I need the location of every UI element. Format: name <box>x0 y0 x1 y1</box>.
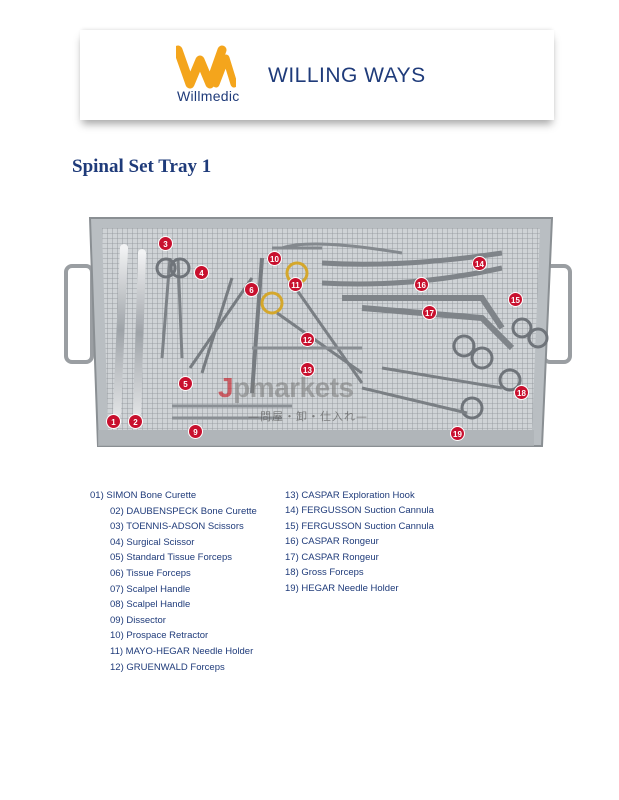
list-item: 01) SIMON Bone Curette <box>90 490 197 501</box>
callout-1: 1 <box>106 414 121 429</box>
callout-3: 3 <box>158 236 173 251</box>
list-item: 17) CASPAR Rongeur <box>285 552 379 563</box>
watermark-prefix: J <box>218 372 234 403</box>
callout-17: 17 <box>422 305 437 320</box>
list-item: 12) GRUENWALD Forceps <box>110 662 225 673</box>
instrument-list-left: 01) SIMON Bone Curette 02) DAUBENSPECK B… <box>90 490 290 680</box>
callout-19: 19 <box>450 426 465 441</box>
list-item: 02) DAUBENSPECK Bone Curette <box>110 506 257 517</box>
list-item: 06) Tissue Forceps <box>110 568 191 579</box>
callout-14: 14 <box>472 256 487 271</box>
callout-9: 9 <box>188 424 203 439</box>
willmedic-logo-icon <box>176 45 236 89</box>
list-item: 13) CASPAR Exploration Hook <box>285 490 415 501</box>
list-item: 11) MAYO-HEGAR Needle Holder <box>110 646 254 657</box>
watermark-text: Jpmarkets <box>218 372 354 404</box>
list-item: 08) Scalpel Handle <box>110 599 191 610</box>
list-item: 09) Dissector <box>110 615 166 626</box>
callout-18: 18 <box>514 385 529 400</box>
callout-6: 6 <box>244 282 259 297</box>
callout-2: 2 <box>128 414 143 429</box>
brand-name: WILLING WAYS <box>268 64 426 87</box>
watermark-main: pmarkets <box>233 372 354 403</box>
list-item: 03) TOENNIS-ADSON Scissors <box>110 521 244 532</box>
callout-5: 5 <box>178 376 193 391</box>
list-item: 15) FERGUSSON Suction Cannula <box>285 521 434 532</box>
logo-subtitle: Willmedic <box>177 88 240 104</box>
callout-11: 11 <box>288 277 303 292</box>
callout-16: 16 <box>414 277 429 292</box>
list-item: 05) Standard Tissue Forceps <box>110 552 232 563</box>
callout-13: 13 <box>300 362 315 377</box>
callout-4: 4 <box>194 265 209 280</box>
callout-15: 15 <box>508 292 523 307</box>
list-item: 18) Gross Forceps <box>285 567 364 578</box>
list-item: 10) Prospace Retractor <box>110 630 209 641</box>
watermark-subtext: —問屋・卸・仕入れ— <box>248 410 368 423</box>
list-item: 19) HEGAR Needle Holder <box>285 583 399 594</box>
callout-10: 10 <box>267 251 282 266</box>
list-item: 16) CASPAR Rongeur <box>285 536 379 547</box>
page-title: Spinal Set Tray 1 <box>72 156 212 177</box>
list-item: 07) Scalpel Handle <box>110 584 191 595</box>
header-banner: Willmedic WILLING WAYS <box>80 30 554 120</box>
list-item: 14) FERGUSSON Suction Cannula <box>285 505 434 516</box>
instrument-tray-image: 1 2 3 4 5 6 9 10 11 12 13 14 15 16 17 18… <box>62 208 574 458</box>
callout-12: 12 <box>300 332 315 347</box>
list-item: 04) Surgical Scissor <box>110 537 195 548</box>
instrument-list-right: 13) CASPAR Exploration Hook 14) FERGUSSO… <box>285 490 485 600</box>
